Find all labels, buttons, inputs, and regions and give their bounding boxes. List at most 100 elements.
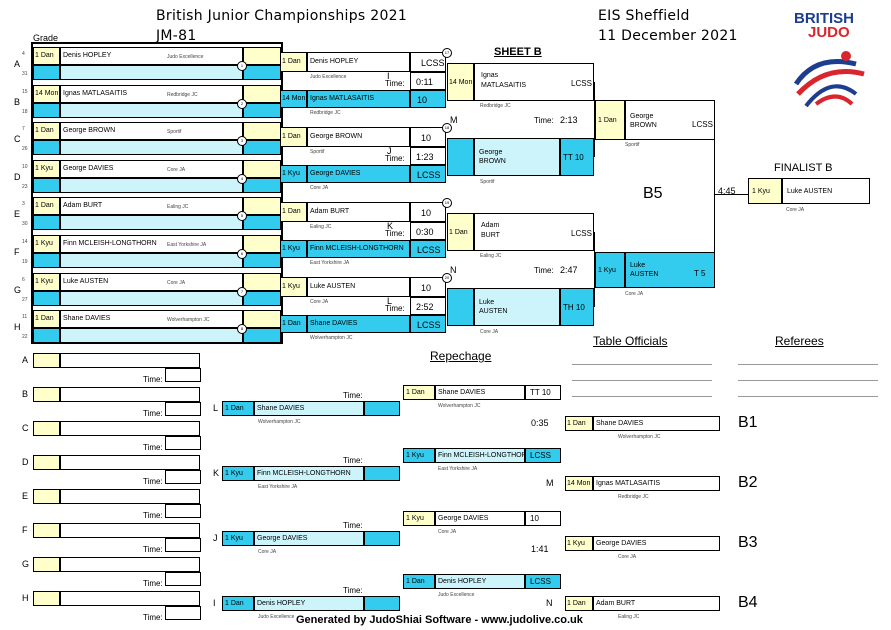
pool-position-label: A [14, 59, 21, 69]
semi-top: George BROWN LCSS [625, 100, 715, 140]
r1-loser: George DAVIES [307, 165, 410, 183]
pool-position-label: F [14, 247, 20, 257]
result-competitor: Ignas MATLASAITIS [593, 476, 720, 491]
r1-loser-score: 10 [410, 90, 446, 108]
r1-winner-score: LCSS [410, 52, 446, 72]
pool-index: 4 [237, 173, 247, 184]
repechage-r3-competitor: Denis HOPLEY [435, 574, 525, 589]
pool-grade: 1 Dan [33, 122, 60, 141]
r2-time: 2:47 [560, 265, 578, 275]
r1-time: 1:23 [410, 147, 446, 165]
match-letter: J [387, 146, 392, 156]
r1-loser: Finn MCLEISH-LONGTHORN [307, 240, 410, 258]
pool-number: 22 [22, 334, 28, 341]
repechage-competitor: George DAVIES [254, 531, 364, 546]
repechage-row-label: D [22, 457, 29, 467]
semi-time: 4:45 [718, 186, 736, 196]
pool-number: 27 [22, 296, 28, 303]
pool-grade: 1 Kyu [33, 159, 60, 178]
pool-grade: 1 Dan [33, 310, 60, 329]
pool-number: 4 [22, 51, 25, 57]
judo-figure-icon [793, 51, 865, 108]
r1-winner-score: 10 [410, 127, 446, 147]
pool-index: 5 [237, 211, 247, 222]
pool-number: 14 [22, 239, 28, 245]
pool-number: 19 [22, 259, 28, 265]
match-letter: L [213, 403, 219, 413]
r1-loser: Ignas MATLASAITIS [307, 90, 410, 108]
match-letter: I [387, 71, 390, 81]
repechage-time: 1:41 [531, 544, 549, 554]
result-label: B4 [738, 594, 758, 611]
pool-position-label: H [14, 322, 21, 333]
finalist-title: FINALIST B [774, 162, 833, 174]
result-competitor: Adam BURT [593, 596, 720, 611]
repechage-row-label: G [22, 559, 30, 569]
match-letter: I [213, 598, 216, 608]
repechage-r3-competitor: Shane DAVIES [435, 385, 525, 400]
pool-position-label: C [14, 134, 21, 145]
r1-time: 0:30 [410, 222, 446, 240]
r2-time: 2:13 [560, 115, 578, 125]
r1-loser-score: LCSS [410, 165, 446, 183]
pool-index: 3 [237, 136, 247, 147]
sheet-label: SHEET B [494, 46, 542, 58]
r1-time: 2:52 [410, 297, 446, 315]
pool-grade: 1 Dan [33, 197, 60, 216]
repechage-competitor: Denis HOPLEY [254, 596, 364, 611]
finalist-name: Luke AUSTEN [782, 178, 870, 204]
repechage-row-label: F [22, 525, 28, 535]
match-letter: K [387, 221, 394, 231]
pool-index: 7 [237, 286, 247, 297]
pool-index: 2 [237, 98, 247, 109]
semi-label: B5 [643, 185, 663, 202]
r1-winner: George BROWN [307, 127, 410, 147]
date-label: 11 December 2021 [598, 28, 738, 44]
repechage-r3-competitor: Finn MCLEISH-LONGTHORN [435, 448, 532, 463]
table-officials-title: Table Officials [593, 334, 668, 348]
match-letter: L [387, 296, 393, 306]
grade-header: Grade [33, 33, 59, 43]
pool-position-label: D [14, 171, 21, 182]
pool-position-label: G [14, 284, 22, 295]
result-label: B2 [738, 474, 758, 491]
pool-grade: 1 Kyu [33, 235, 60, 253]
pool-grade: 1 Dan [33, 47, 60, 65]
pool-position-label: B [14, 96, 21, 107]
referees-title: Referees [775, 334, 824, 348]
r1-winner-score: 10 [410, 202, 446, 222]
repechage-row-label: E [22, 491, 29, 501]
r1-loser-score: LCSS [410, 315, 446, 333]
match-letter: J [213, 533, 218, 543]
pool-number: 23 [22, 183, 28, 190]
r1-loser-score: LCSS [410, 240, 446, 258]
repechage-row-label: C [22, 423, 29, 433]
pool-number: 10 [22, 163, 28, 170]
repechage-r3-competitor: George DAVIES [435, 511, 525, 526]
r1-winner: Adam BURT [307, 202, 410, 222]
pool-number: 7 [22, 126, 25, 133]
pool-position-label: E [14, 209, 21, 220]
repechage-competitor: Finn MCLEISH-LONGTHORN [254, 466, 364, 481]
repechage-competitor: Shane DAVIES [254, 401, 364, 416]
category-label: JM-81 [156, 28, 197, 44]
r1-winner-score: 10 [410, 277, 446, 297]
competition-title: British Junior Championships 2021 [156, 8, 408, 24]
result-competitor: Shane DAVIES [593, 416, 720, 431]
semi-bottom: Luke AUSTEN T 5 [625, 252, 715, 288]
result-label: B3 [738, 534, 758, 551]
pool-index: 8 [237, 324, 247, 335]
pool-number: 30 [22, 221, 28, 228]
